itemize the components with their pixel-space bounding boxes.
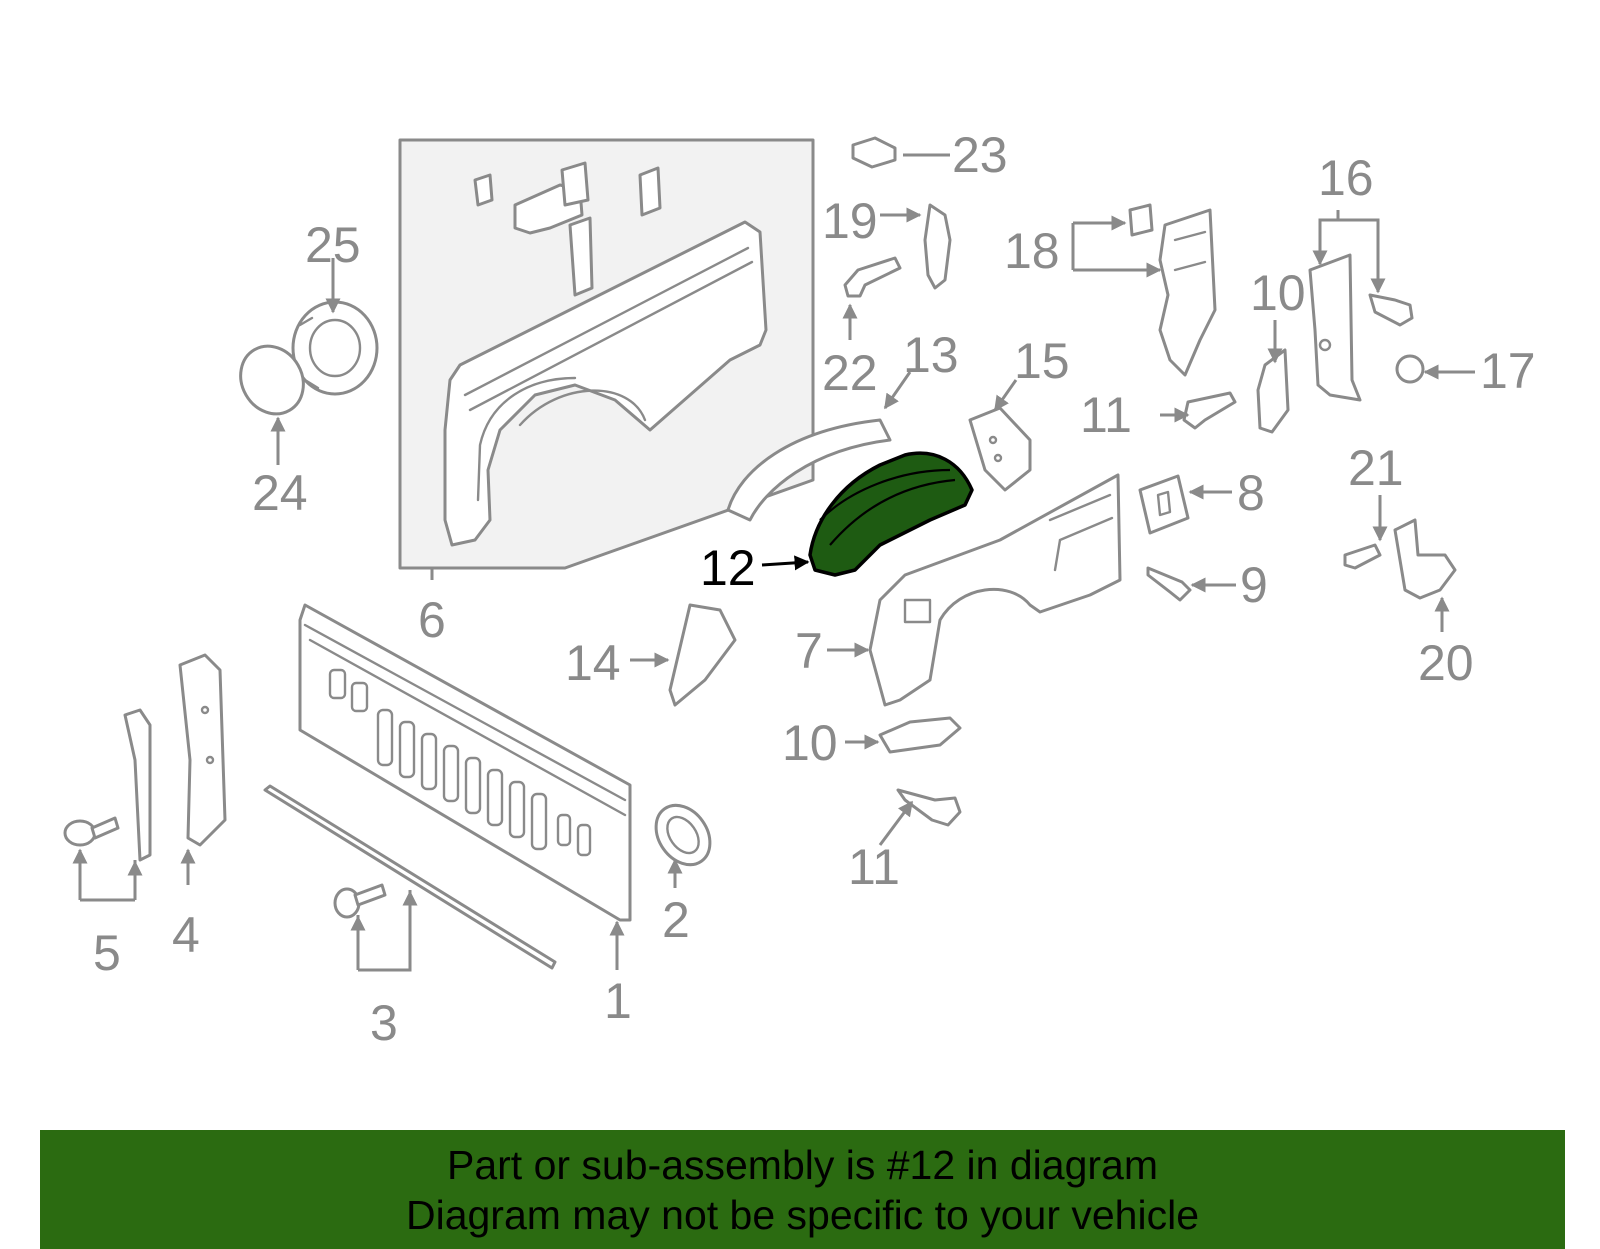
bracket-19 [923, 203, 952, 290]
tailgate-1 [298, 603, 632, 922]
callout-12: 12 [700, 540, 756, 596]
seal-3 [263, 784, 557, 970]
bracket-18 [1128, 203, 1217, 377]
callout-21: 21 [1348, 440, 1404, 496]
fuel-door [239, 344, 305, 416]
callout-15: 15 [1014, 333, 1070, 389]
callout-14: 14 [565, 635, 621, 691]
info-banner: Part or sub-assembly is #12 in diagram D… [40, 1130, 1565, 1249]
push-pin-22 [843, 256, 902, 298]
bracket-15 [968, 406, 1032, 492]
wheelhouse-liner-13 [726, 418, 892, 522]
shield-14 [668, 603, 737, 707]
inner-panel-7 [868, 473, 1122, 707]
callout-22: 22 [822, 345, 878, 401]
callout-11-lower: 11 [848, 839, 900, 895]
bolt-21 [1343, 543, 1382, 570]
callout-17: 17 [1480, 343, 1536, 399]
callout-24: 24 [252, 465, 308, 521]
brace-16 [1308, 253, 1362, 402]
callout-18: 18 [1004, 223, 1060, 279]
latch-20 [1393, 518, 1457, 600]
leader-lines [72, 153, 1475, 972]
bolt-5 [63, 816, 120, 847]
fuel-door-housing [291, 300, 379, 396]
plate-8 [1138, 474, 1190, 535]
clip-23 [851, 136, 897, 169]
callout-3: 3 [370, 995, 398, 1051]
bolt-3 [333, 883, 387, 919]
callout-11-upper: 11 [1080, 387, 1132, 443]
bezel-2 [654, 803, 712, 867]
trim-5 [123, 708, 152, 862]
bolt-9 [1146, 566, 1192, 602]
callout-20: 20 [1418, 635, 1474, 691]
callout-10-lower: 10 [782, 715, 838, 771]
bolt-11-upper [1182, 391, 1237, 430]
callout-19: 19 [822, 193, 878, 249]
callout-13: 13 [903, 327, 959, 383]
callout-4: 4 [172, 907, 200, 963]
pillar-4 [178, 653, 227, 847]
bolt-16 [1368, 293, 1414, 327]
reflector-10-upper [1256, 348, 1290, 434]
banner-line-part: Part or sub-assembly is #12 in diagram [447, 1141, 1158, 1188]
callout-5: 5 [93, 925, 121, 981]
callout-10-upper: 10 [1250, 265, 1306, 321]
callout-1: 1 [604, 973, 632, 1029]
nut-17 [1395, 354, 1425, 384]
callout-9: 9 [1240, 557, 1268, 613]
callout-6: 6 [418, 592, 446, 648]
reflector-10-lower [878, 716, 962, 754]
banner-line-disclaimer: Diagram may not be specific to your vehi… [405, 1191, 1199, 1238]
side-panel-assembly [398, 138, 815, 570]
wheelhouse-12-highlighted [808, 451, 974, 577]
callout-16: 16 [1318, 150, 1374, 206]
callout-23: 23 [952, 127, 1008, 183]
callout-7: 7 [795, 623, 823, 679]
callout-2: 2 [662, 892, 690, 948]
callout-8: 8 [1237, 465, 1265, 521]
callout-25: 25 [305, 217, 361, 273]
